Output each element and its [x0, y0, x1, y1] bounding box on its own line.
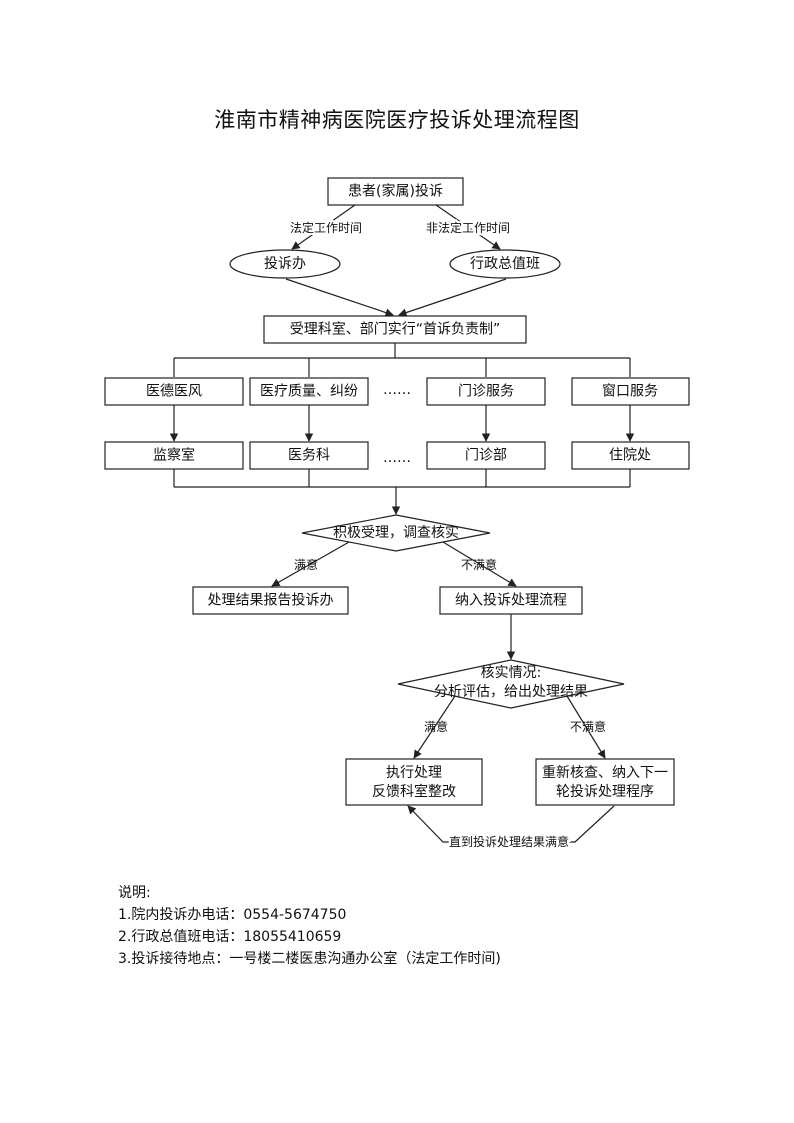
node-execute-box [345, 758, 483, 806]
edge-start-to-duty [435, 204, 501, 250]
edge-label-loop: 直到投诉处理结果满意 [449, 834, 569, 849]
edge-verify-to-execute [413, 695, 456, 759]
node-dept3-label: 门诊部 [465, 448, 507, 464]
node-first-responsible-label: 受理科室、部门实行“首诉负责制” [290, 321, 501, 338]
node-dept1-label: 监察室 [153, 447, 195, 464]
notes-line-1: 1.院内投诉办电话：0554-5674750 [118, 907, 347, 923]
node-report-box [192, 586, 349, 615]
node-execute-label-1: 执行处理 [386, 765, 442, 781]
edge-label-non-legal-time: 非法定工作时间 [426, 220, 510, 235]
node-admin-duty-ellipse [449, 249, 561, 279]
edge-office-to-first [285, 278, 394, 317]
node-dept2-box [249, 441, 369, 470]
node-report-label: 处理结果报告投诉办 [208, 593, 334, 609]
edge-investigate-to-process [442, 541, 517, 587]
node-cat1-label: 医德医风 [146, 384, 202, 400]
edge-loop-back [407, 805, 615, 843]
node-complaint-office-label: 投诉办 [264, 256, 306, 272]
notes-line-3: 3.投诉接待地点：一号楼二楼医患沟通办公室（法定工作时间) [118, 951, 501, 967]
node-recheck-label-1: 重新核查、纳入下一 [542, 765, 668, 781]
node-dept3-box [426, 441, 546, 470]
edge-verify-to-recheck [566, 695, 606, 759]
node-start-box [327, 177, 464, 206]
edge-label-unsatisfied-1: 不满意 [461, 557, 497, 572]
node-recheck-box [535, 758, 675, 806]
edge-label-legal-time: 法定工作时间 [290, 220, 362, 235]
page-title: 淮南市精神病医院医疗投诉处理流程图 [214, 108, 580, 132]
edge-label-satisfied-1: 满意 [294, 557, 318, 572]
node-dept4-label: 住院处 [609, 448, 651, 464]
edge-label-satisfied-2: 满意 [424, 719, 448, 734]
node-verify-label-1: 核实情况: [481, 665, 542, 681]
notes-heading: 说明: [118, 885, 151, 901]
node-dept1-box [104, 441, 244, 470]
node-complaint-office-ellipse [229, 249, 341, 279]
node-dept2-label: 医务科 [288, 448, 330, 464]
node-dept-dots: …… [383, 450, 411, 466]
node-admin-duty-label: 行政总值班 [470, 256, 540, 272]
node-cat4-label: 窗口服务 [602, 383, 658, 400]
node-verify-label-2: 分析评估，给出处理结果 [434, 684, 588, 700]
node-execute-label-2: 反馈科室整改 [372, 783, 456, 800]
node-enter-process-label: 纳入投诉处理流程 [455, 593, 567, 609]
node-recheck-label-2: 轮投诉处理程序 [556, 784, 654, 800]
edge-start-to-office [291, 204, 356, 250]
node-investigate-label: 积极受理，调查核实 [333, 525, 459, 541]
edge-duty-to-first [398, 278, 507, 317]
notes-line-2: 2.行政总值班电话：18055410659 [118, 929, 342, 945]
node-enter-process-box [439, 586, 583, 615]
node-cat-dots: …… [383, 382, 411, 398]
edge-investigate-to-report [271, 541, 350, 587]
node-cat2-label: 医疗质量、纠纷 [260, 384, 358, 400]
node-cat3-label: 门诊服务 [458, 384, 514, 400]
node-start-label: 患者(家属)投诉 [348, 183, 443, 200]
notes: 说明: 1.院内投诉办电话：0554-5674750 2.行政总值班电话：180… [118, 882, 501, 970]
edge-label-unsatisfied-2: 不满意 [570, 719, 606, 734]
